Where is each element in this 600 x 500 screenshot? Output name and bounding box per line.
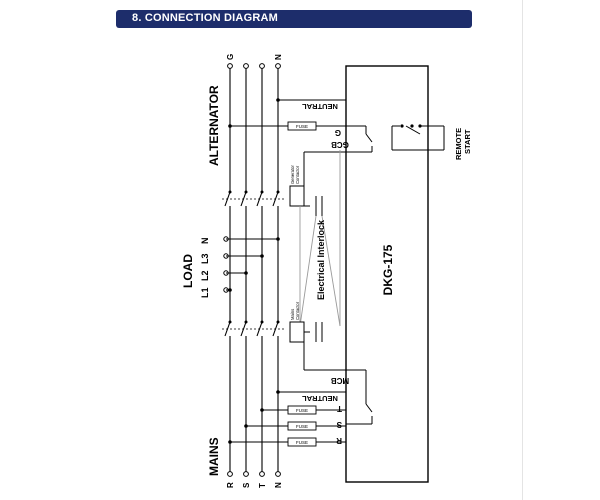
mains-contactor-coil — [289, 321, 305, 343]
generator-contactor-label-2: Contactor — [295, 165, 300, 184]
generator-contactor-dots — [228, 190, 280, 194]
mains-contactor-label-1: Mains — [290, 309, 295, 320]
mains-terminal-r: R — [336, 436, 342, 445]
alternator-fuse-label: FUSE — [296, 124, 308, 129]
remote-start-wiring — [391, 125, 445, 151]
alternator-junctions — [228, 98, 280, 128]
mains-fuses — [287, 405, 317, 447]
mains-contactor-label-2: Contactor — [295, 301, 300, 320]
controller-label: DKG-175 — [381, 244, 395, 295]
gcb-coil-wire — [303, 151, 346, 186]
mains-terminal-s: S — [336, 420, 342, 429]
mains-fuse-s-label: FUSE — [296, 424, 308, 429]
load-taps — [226, 238, 278, 291]
mains-fuse-t-label: FUSE — [296, 408, 308, 413]
load-label: LOAD — [181, 254, 195, 288]
load-phase-l2: L2 — [200, 270, 210, 281]
load-phase-l3: L3 — [200, 253, 210, 264]
alternator-label: ALTERNATOR — [207, 85, 221, 166]
alternator-fuse — [287, 121, 317, 131]
mains-label: MAINS — [207, 437, 221, 476]
neutral-bottom-label: NEUTRAL — [302, 394, 338, 403]
mcb-relay-contact — [346, 369, 373, 425]
controller-box — [345, 65, 429, 483]
remote-start-label-1: REMOTE — [454, 128, 463, 160]
load-phase-n: N — [200, 238, 210, 245]
mains-phase-s: S — [242, 482, 251, 488]
interlock-crossing-wires — [299, 150, 341, 327]
generator-contactor-coil — [289, 185, 305, 207]
gcb-relay-contact — [346, 125, 373, 153]
generator-contactor-label-1: Generator — [290, 165, 295, 184]
mains-phase-r: R — [226, 482, 235, 488]
section-header: 8. CONNECTION DIAGRAM — [116, 10, 472, 28]
mcb-label: MCB — [331, 376, 349, 385]
remote-start-dots — [400, 124, 422, 128]
mains-wiring — [230, 391, 346, 443]
alt-phase-n: N — [274, 54, 283, 60]
mains-contactor-dots — [228, 320, 280, 324]
electrical-interlock-label: Electrical Interlock — [316, 219, 326, 300]
alt-phase-g: G — [226, 54, 235, 60]
mains-terminal-t: T — [337, 404, 342, 413]
section-title: 8. CONNECTION DIAGRAM — [132, 12, 278, 24]
remote-start-label-2: START — [463, 129, 472, 154]
mains-phase-t: T — [258, 483, 267, 488]
load-phase-l1: L1 — [200, 287, 210, 298]
mains-phase-n: N — [274, 482, 283, 488]
load-junctions — [228, 237, 280, 292]
mains-fuse-r-label: FUSE — [296, 440, 308, 445]
bus-lines — [229, 68, 279, 472]
gcb-label: GCB — [331, 140, 349, 149]
alternator-wiring — [230, 99, 346, 127]
page-edge-line — [522, 0, 523, 500]
bus-terminals — [223, 63, 281, 477]
mains-interlock-contact — [303, 322, 346, 371]
alt-fuse-terminal-label: G — [335, 128, 341, 137]
generator-interlock-contact — [304, 196, 323, 216]
contactor-mech-links — [222, 198, 284, 330]
neutral-top-label: NEUTRAL — [302, 102, 338, 111]
mains-junctions — [228, 390, 280, 444]
